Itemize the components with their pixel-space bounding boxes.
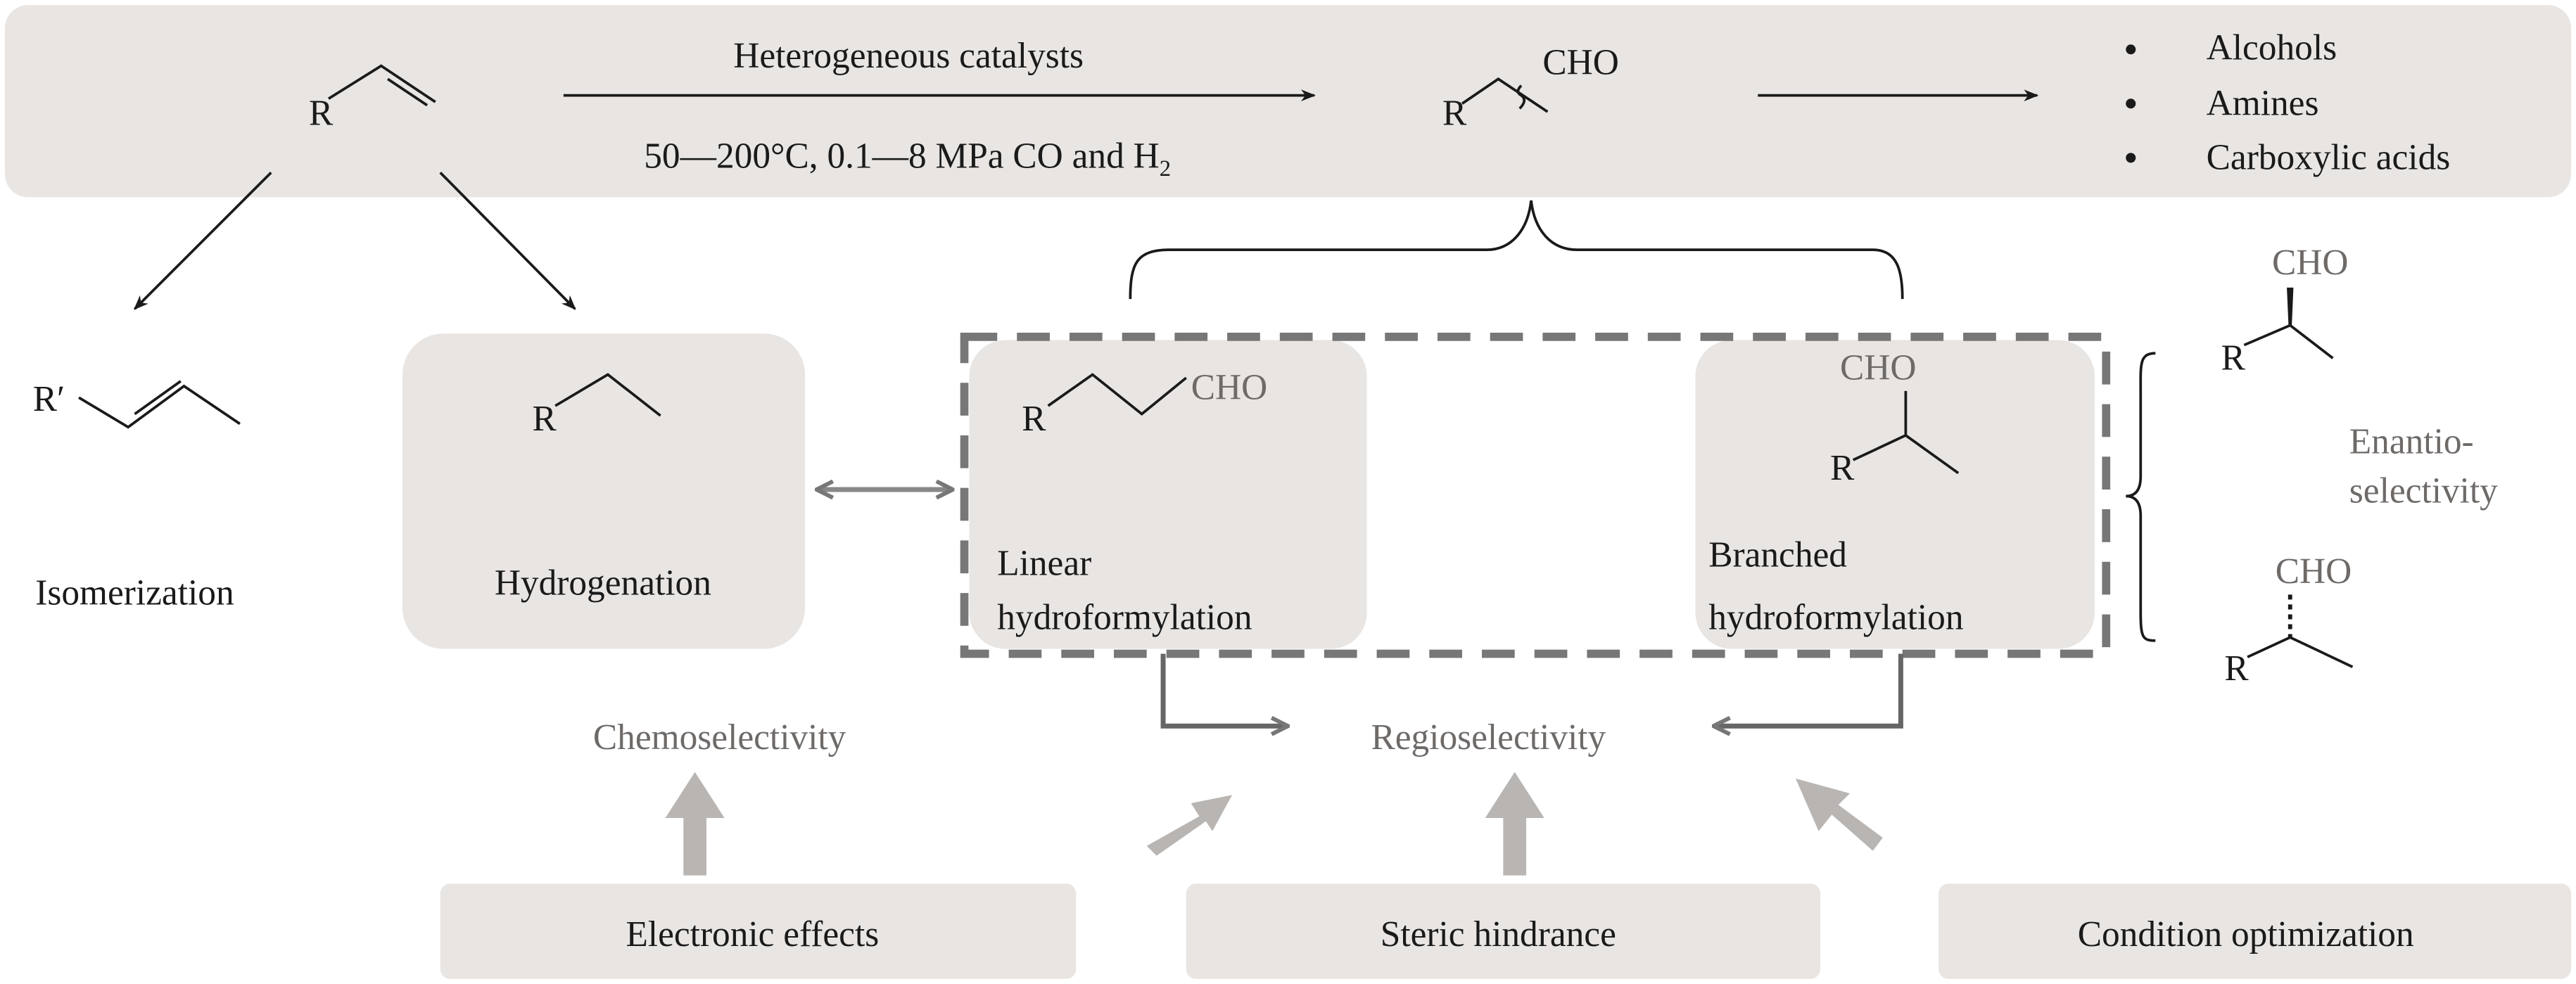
derivative-item: Carboxylic acids — [2207, 138, 2451, 178]
bullet-icon — [2126, 44, 2136, 55]
enantiomer-hash: CHO R — [2224, 551, 2354, 689]
linear-to-regio-arrow — [1160, 653, 1288, 726]
block-arrow-up-icon — [1485, 772, 1544, 876]
isomerization-label: Isomerization — [35, 573, 234, 613]
factor-label: Steric hindrance — [1381, 914, 1616, 954]
right-brace — [2126, 352, 2156, 642]
factor-label: Electronic effects — [626, 914, 879, 954]
regioselectivity-label: Regioselectivity — [1371, 717, 1606, 758]
isomerized-alkene: R′ — [33, 379, 241, 429]
linear-aldehyde-structure — [1047, 373, 1187, 416]
block-arrow-diagonal-icon — [1795, 778, 1883, 851]
block-arrow-diagonal-icon — [1146, 795, 1233, 856]
bullet-icon — [2126, 98, 2136, 109]
svg-text:R: R — [1442, 94, 1467, 134]
chemoselectivity-label: Chemoselectivity — [593, 717, 846, 758]
svg-text:R: R — [309, 94, 334, 134]
derivative-item: Amines — [2207, 84, 2319, 124]
hydrogenation-label: Hydrogenation — [495, 563, 711, 603]
svg-text:R: R — [1022, 399, 1046, 439]
factor-label: Condition optimization — [2078, 914, 2414, 954]
svg-text:CHO: CHO — [2276, 551, 2352, 592]
svg-text:CHO: CHO — [1191, 368, 1267, 408]
svg-text:CHO: CHO — [2272, 243, 2348, 283]
svg-text:R′: R′ — [33, 379, 65, 419]
block-arrow-up-icon — [665, 772, 725, 876]
catalyst-label: Heterogeneous catalysts — [733, 36, 1084, 76]
branched-aldehyde-structure — [1852, 390, 1960, 475]
hydrogenation-arrow — [439, 172, 576, 310]
factor-box-electronic — [440, 883, 1077, 979]
derivative-item: Alcohols — [2207, 27, 2337, 68]
enantiomer-wedge: CHO R — [2221, 243, 2349, 378]
aldehyde-product: R CHO — [1442, 42, 1619, 133]
enantioselectivity-label: selectivity — [2349, 471, 2498, 511]
svg-text:R: R — [532, 399, 557, 439]
factor-box-condition — [1939, 883, 2571, 979]
isomerization-arrow — [133, 172, 272, 310]
branched-box — [1695, 340, 2095, 649]
derivatives-list: Alcohols Amines Carboxylic acids — [2126, 27, 2451, 178]
top-reaction-panel — [5, 5, 2571, 198]
branched-label: hydroformylation — [1708, 597, 1963, 637]
branched-label: Branched — [1708, 535, 1847, 575]
linear-box — [969, 340, 1367, 649]
alkene-substrate: R — [309, 64, 436, 134]
linear-label: Linear — [997, 543, 1091, 583]
branched-to-regio-arrow — [1713, 653, 1903, 726]
svg-text:R: R — [2221, 338, 2246, 378]
top-brace — [1129, 200, 1904, 300]
bullet-icon — [2126, 153, 2136, 163]
linear-label: hydroformylation — [997, 597, 1252, 637]
alkane-structure — [554, 373, 661, 417]
conditions-label: 50—200°C, 0.1—8 MPa CO and H2 — [644, 136, 1171, 181]
enantioselectivity-label: Enantio- — [2349, 422, 2474, 462]
svg-text:R: R — [1830, 448, 1855, 488]
hydroformylation-dashed-frame — [960, 333, 2111, 658]
svg-text:R: R — [2224, 648, 2249, 689]
hydrogenation-box — [402, 333, 806, 649]
factor-box-steric — [1186, 883, 1820, 979]
svg-text:CHO: CHO — [1840, 348, 1916, 388]
svg-text:CHO: CHO — [1542, 42, 1618, 82]
